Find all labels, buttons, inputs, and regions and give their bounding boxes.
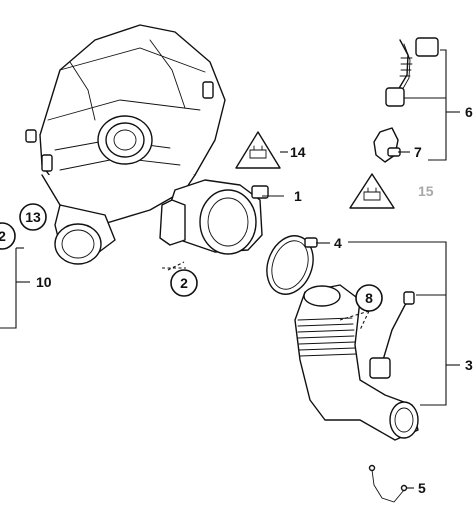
callout-7[interactable]: 7 (414, 144, 422, 160)
vent-hose[interactable] (385, 37, 439, 107)
air-mass-sensor[interactable] (159, 179, 269, 255)
engine-warning-icon (349, 173, 395, 209)
svg-text:13: 13 (25, 209, 41, 225)
intake-hose[interactable] (294, 284, 419, 441)
callout-3[interactable]: 3 (465, 357, 473, 373)
callout-1[interactable]: 1 (294, 188, 302, 204)
leader-lines (0, 49, 460, 489)
callout-15[interactable]: 15 (418, 183, 434, 199)
callout-2-mid[interactable]: 2 (170, 269, 198, 297)
air-filter-housing[interactable] (25, 24, 226, 265)
svg-text:2: 2 (180, 275, 188, 291)
engine-warning-icon (235, 131, 281, 169)
hose-clamp[interactable] (259, 229, 321, 300)
callout-2-left[interactable]: 2 (0, 222, 16, 250)
callout-14[interactable]: 14 (290, 144, 306, 160)
callout-5[interactable]: 5 (418, 480, 426, 496)
callout-13[interactable]: 13 (19, 203, 47, 231)
svg-text:8: 8 (365, 290, 373, 306)
callout-4[interactable]: 4 (334, 235, 342, 251)
connector-piece[interactable] (373, 127, 401, 163)
callout-6[interactable]: 6 (465, 104, 473, 120)
svg-text:2: 2 (0, 228, 6, 244)
callout-10[interactable]: 10 (36, 274, 52, 290)
wire-bracket[interactable] (368, 464, 408, 503)
callout-8[interactable]: 8 (355, 284, 383, 312)
